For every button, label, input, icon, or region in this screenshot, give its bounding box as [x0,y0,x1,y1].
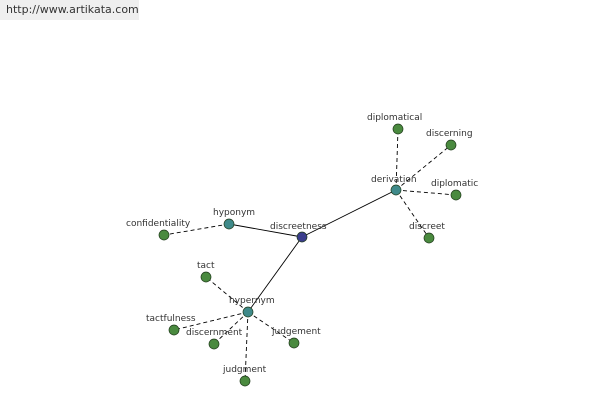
word-node-diplomatical-label: diplomatical [367,113,422,123]
word-node-tact-dot[interactable] [200,271,212,283]
word-node-tactfulness-label: tactfulness [146,314,196,324]
nodes-layer: confidentiality hyponym diplomatical discer… [126,113,478,387]
edge-center-hyponym [228,223,303,238]
word-node-discernment[interactable]: discernment [186,328,243,350]
edge-center-hypernym [247,236,303,313]
word-node-tactfulness[interactable]: tactfulness [146,314,196,336]
edge-derivation-discerning [395,144,452,191]
edges-layer [163,128,457,382]
word-node-discerning-dot[interactable] [445,139,457,151]
word-node-discernment-dot[interactable] [208,338,220,350]
word-node-judgement[interactable]: judgement [271,327,321,349]
edge-derivation-diplomatical [395,128,399,191]
word-node-diplomatic-dot[interactable] [450,189,462,201]
word-node-tact-label: tact [197,261,215,271]
center-node-dot[interactable] [296,231,308,243]
relation-node-derivation-dot[interactable] [390,184,402,196]
word-node-confidentiality[interactable]: confidentiality [126,219,191,241]
edge-derivation-diplomatic [395,189,457,196]
word-node-diplomatical-dot[interactable] [392,123,404,135]
relation-node-derivation-label: derivation [371,175,417,185]
edge-hypernym-judgment [244,311,249,382]
word-node-confidentiality-label: confidentiality [126,219,191,229]
center-node-label: discreetness [270,222,327,232]
word-node-discernment-label: discernment [186,328,243,338]
word-node-judgment-dot[interactable] [239,375,251,387]
word-node-discreet-label: discreet [409,222,445,232]
word-node-discreet-dot[interactable] [423,232,435,244]
relation-node-hypernym[interactable]: hypernym [229,296,275,318]
relation-node-hyponym[interactable]: hyponym [213,208,255,230]
word-node-discreet[interactable]: discreet [409,222,445,244]
relation-node-hypernym-label: hypernym [229,296,275,306]
word-node-discerning-label: discerning [426,129,473,139]
edge-hypernym-discernment [213,311,249,345]
word-node-discerning[interactable]: discerning [426,129,473,151]
word-node-diplomatic[interactable]: diplomatic [431,179,478,201]
relation-node-hypernym-dot[interactable] [242,306,254,318]
word-node-judgement-label: judgement [271,327,321,337]
edge-hypernym-tactfulness [173,311,249,331]
word-node-diplomatic-label: diplomatic [431,179,478,189]
center-node[interactable]: discreetness [270,222,327,243]
relation-node-hyponym-label: hyponym [213,208,255,218]
word-node-confidentiality-dot[interactable] [158,229,170,241]
relation-node-hyponym-dot[interactable] [223,218,235,230]
edge-hypernym-judgement [247,311,295,344]
word-node-tact[interactable]: tact [197,261,215,283]
word-node-diplomatical[interactable]: diplomatical [367,113,422,135]
word-node-judgment[interactable]: judgment [222,365,267,387]
edge-hyponym-confidentiality [163,223,230,236]
edge-center-derivation [301,189,397,238]
word-node-tactfulness-dot[interactable] [168,324,180,336]
relation-node-derivation[interactable]: derivation [371,175,417,196]
word-node-judgement-dot[interactable] [288,337,300,349]
site-url-banner[interactable]: http://www.artikata.com [0,0,139,20]
edge-derivation-discreet [395,189,430,239]
edge-hypernym-tact [205,276,249,313]
word-node-judgment-label: judgment [222,365,267,375]
